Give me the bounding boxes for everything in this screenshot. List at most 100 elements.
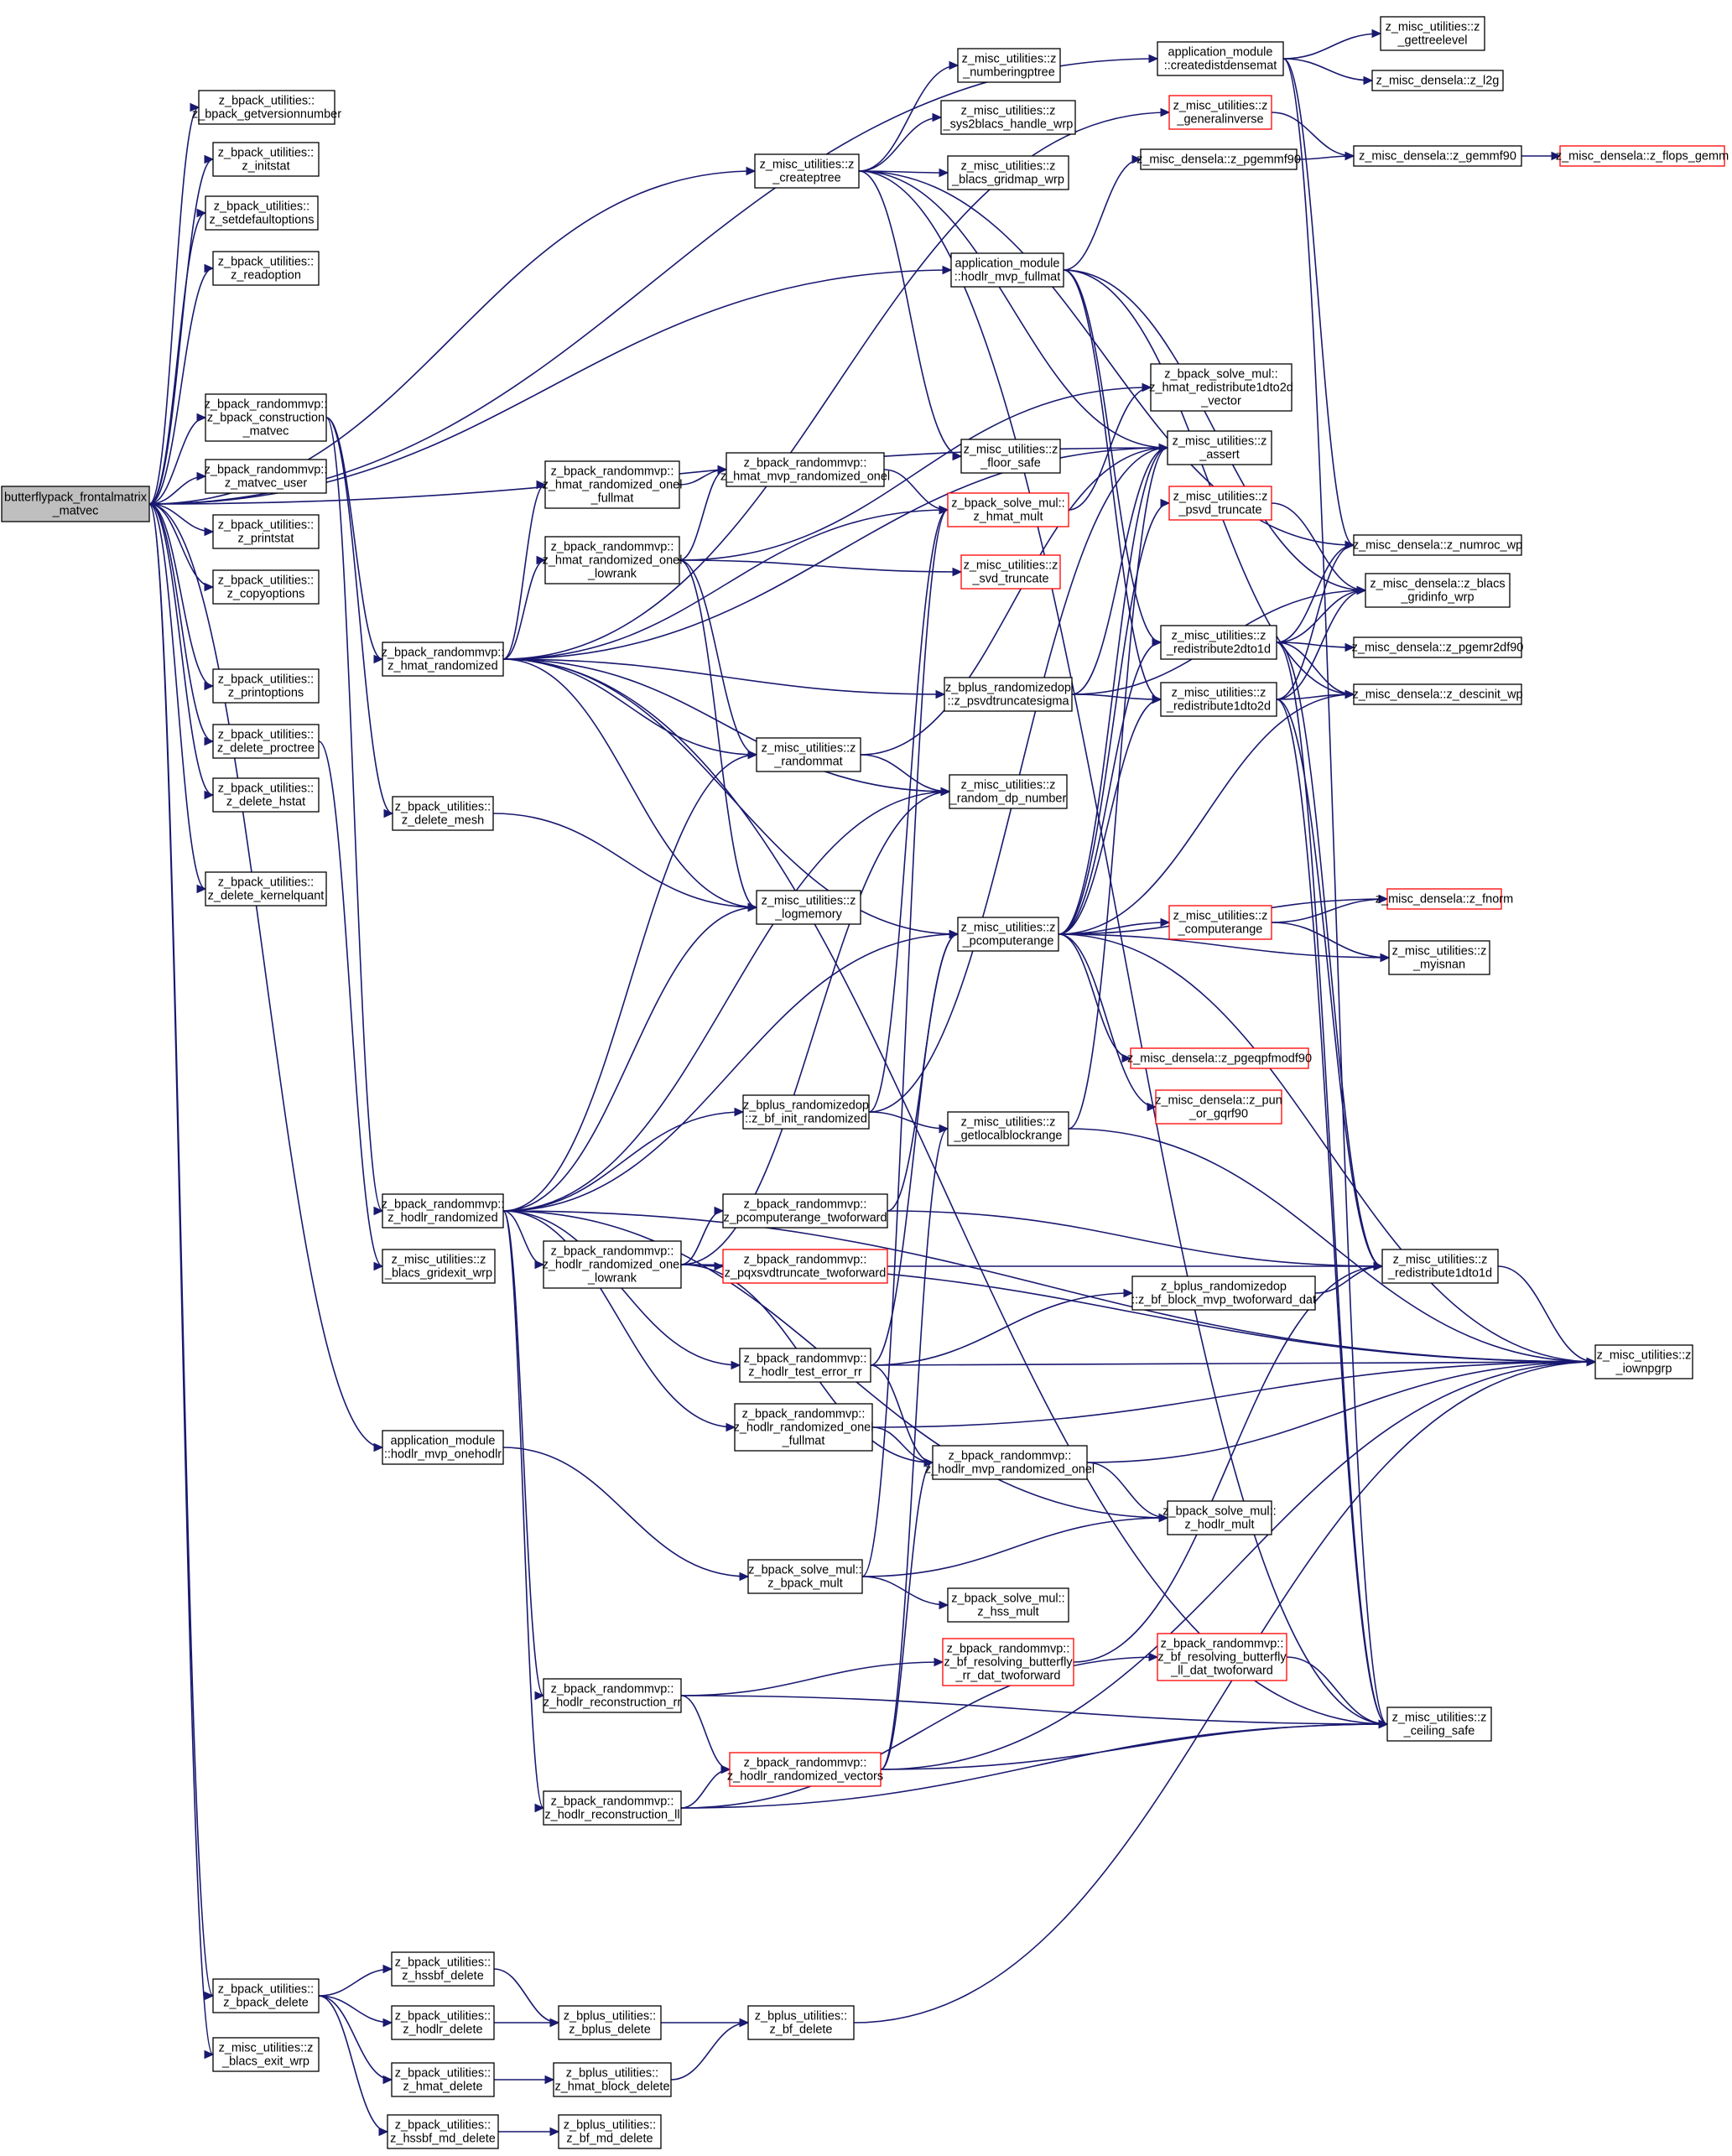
node-hss_mult[interactable]: z_bpack_solve_mul::z_hss_mult xyxy=(947,1587,1069,1623)
node-hodlr_onel_fullmat[interactable]: z_bpack_randommvp::z_hodlr_randomized_on… xyxy=(734,1403,874,1452)
node-floor_safe[interactable]: z_misc_utilities::z_floor_safe xyxy=(960,439,1061,474)
node-box xyxy=(1157,1633,1287,1681)
node-hodlr_test_error_rr[interactable]: z_bpack_randommvp::z_hodlr_test_error_rr xyxy=(739,1348,871,1383)
node-hodlr_mvp_fullmat[interactable]: application_module::hodlr_mvp_fullmat xyxy=(950,252,1064,288)
node-getlocalblockrange[interactable]: z_misc_utilities::z_getlocalblockrange xyxy=(947,1111,1069,1146)
node-blacs_exit[interactable]: z_misc_utilities::z_blacs_exit_wrp xyxy=(212,2037,320,2072)
node-pcomputerange_twoforward[interactable]: z_bpack_randommvp::z_pcomputerange_twofo… xyxy=(722,1193,888,1229)
node-bf_resolving_rr[interactable]: z_bpack_randommvp::z_bf_resolving_butter… xyxy=(942,1638,1074,1686)
node-label-line: _floor_safe xyxy=(980,457,1041,470)
node-delete_mesh[interactable]: z_bpack_utilities::z_delete_mesh xyxy=(392,796,494,831)
node-delete_kernelquant[interactable]: z_bpack_utilities::z_delete_kernelquant xyxy=(205,871,327,907)
node-hodlr_mult[interactable]: z_bpack_solve_mul::z_hodlr_mult xyxy=(1162,1500,1277,1535)
node-fnorm[interactable]: z_misc_densela::z_fnorm xyxy=(1376,888,1513,910)
node-delete_proctree[interactable]: z_bpack_utilities::z_delete_proctree xyxy=(212,724,320,759)
node-matvec_user[interactable]: z_bpack_randommvp::z_matvec_user xyxy=(205,459,328,494)
node-label-line: z_bpack_randommvp:: xyxy=(551,1795,674,1809)
node-printstat[interactable]: z_bpack_utilities::z_printstat xyxy=(212,514,320,549)
node-descinit[interactable]: z_misc_densela::z_descinit_wp xyxy=(1352,683,1523,705)
node-setdefault[interactable]: z_bpack_utilities::z_setdefaultoptions xyxy=(205,195,319,231)
node-psvd_truncate[interactable]: z_misc_utilities::z_psvd_truncate xyxy=(1168,486,1272,521)
node-gemmf90[interactable]: z_misc_densela::z_gemmf90 xyxy=(1353,145,1522,167)
node-redistribute1dto2d[interactable]: z_misc_utilities::z_redistribute1dto2d xyxy=(1160,682,1277,717)
node-hmat_onel_lowrank[interactable]: z_bpack_randommvp::z_hmat_randomized_one… xyxy=(543,536,683,584)
node-readoption[interactable]: z_bpack_utilities::z_readoption xyxy=(212,251,320,286)
node-random_dp_number[interactable]: z_misc_utilities::z_random_dp_number xyxy=(949,774,1068,809)
node-gettreelevel[interactable]: z_misc_utilities::z_gettreelevel xyxy=(1380,16,1485,51)
node-sys2blacs[interactable]: z_misc_utilities::z_sys2blacs_handle_wrp xyxy=(940,100,1076,135)
node-bpack_mult[interactable]: z_bpack_solve_mul::z_bpack_mult xyxy=(747,1559,863,1594)
node-svd_truncate[interactable]: z_misc_utilities::z_svd_truncate xyxy=(960,554,1061,590)
node-pgeqpfmodf90[interactable]: z_misc_densela::z_pgeqpfmodf90 xyxy=(1127,1047,1312,1069)
node-createdistdensemat[interactable]: application_module::createdistdensemat xyxy=(1157,41,1284,76)
node-printoptions[interactable]: z_bpack_utilities::z_printoptions xyxy=(212,668,320,704)
node-bpack_delete[interactable]: z_bpack_utilities::z_bpack_delete xyxy=(212,1978,320,2013)
node-generalinverse[interactable]: z_misc_utilities::z_generalinverse xyxy=(1168,95,1272,130)
node-blacs_gridexit[interactable]: z_misc_utilities::z_blacs_gridexit_wrp xyxy=(382,1249,496,1284)
node-hodlr_onel_lowrank[interactable]: z_bpack_randommvp::z_hodlr_randomized_on… xyxy=(543,1240,683,1289)
node-getversion[interactable]: z_bpack_utilities::z_bpack_getversionnum… xyxy=(192,90,341,125)
node-iownpgrp[interactable]: z_misc_utilities::z_iownpgrp xyxy=(1594,1344,1693,1379)
node-hmat_delete[interactable]: z_bpack_utilities::z_hmat_delete xyxy=(391,2062,495,2097)
node-hodlr_recon_rr[interactable]: z_bpack_randommvp::z_hodlr_reconstructio… xyxy=(543,1678,682,1713)
node-psvdtruncatesigma[interactable]: z_bplus_randomizedop::z_psvdtruncatesigm… xyxy=(944,677,1073,712)
node-delete_hstat[interactable]: z_bpack_utilities::z_delete_hstat xyxy=(212,777,320,813)
node-computerange[interactable]: z_misc_utilities::z_computerange xyxy=(1168,905,1272,940)
node-hmat_block_delete[interactable]: z_bplus_utilities::z_hmat_block_delete xyxy=(553,2062,672,2097)
node-pgemr2df90[interactable]: z_misc_densela::z_pgemr2df90 xyxy=(1352,636,1524,658)
node-construction[interactable]: z_bpack_randommvp::z_bpack_construction_… xyxy=(205,393,328,442)
node-box xyxy=(734,1403,873,1452)
node-hodlr_recon_ll[interactable]: z_bpack_randommvp::z_hodlr_reconstructio… xyxy=(543,1790,682,1826)
node-bf_delete[interactable]: z_bplus_utilities::z_bf_delete xyxy=(747,2005,855,2040)
node-label-line: _lowrank xyxy=(587,568,637,581)
node-label-line: z_hssbf_md_delete xyxy=(390,2133,496,2146)
node-box xyxy=(212,724,320,759)
node-l2g[interactable]: z_misc_densela::z_l2g xyxy=(1371,70,1504,91)
node-blacs_gridmap[interactable]: z_misc_utilities::z_blacs_gridmap_wrp xyxy=(947,155,1069,190)
node-hmat_mvp_onel[interactable]: z_bpack_randommvp::z_hmat_mvp_randomized… xyxy=(720,452,890,487)
node-hmat_onel_fullmat[interactable]: z_bpack_randommvp::z_hmat_randomized_one… xyxy=(543,460,683,509)
node-hodlr_randomized[interactable]: z_bpack_randommvp::z_hodlr_randomized xyxy=(382,1193,505,1229)
node-label-line: z_delete_proctree xyxy=(217,742,315,756)
node-bf_block_mvp_twoforward[interactable]: z_bplus_randomizedop::z_bf_block_mvp_two… xyxy=(1131,1275,1316,1311)
node-bf_init_randomized[interactable]: z_bplus_randomizedop::z_bf_init_randomiz… xyxy=(742,1094,870,1130)
node-hodlr_mvp_onehodlr[interactable]: application_module::hodlr_mvp_onehodlr xyxy=(382,1430,504,1465)
node-box xyxy=(1371,70,1504,91)
node-createptree[interactable]: z_misc_utilities::z_createptree xyxy=(754,153,860,189)
node-hmat_randomized[interactable]: z_bpack_randommvp::z_hmat_randomized xyxy=(382,642,505,677)
node-blacs_gridinfo[interactable]: z_misc_densela::z_blacs_gridinfo_wrp xyxy=(1365,573,1511,608)
node-pqxsvdtruncate_twoforward[interactable]: z_bpack_randommvp::z_pqxsvdtruncate_twof… xyxy=(722,1249,888,1284)
node-bplus_delete[interactable]: z_bplus_utilities::z_bplus_delete xyxy=(558,2005,662,2040)
node-hodlr_mvp_onel[interactable]: z_bpack_randommvp::z_hodlr_mvp_randomize… xyxy=(925,1445,1095,1480)
node-assert[interactable]: z_misc_utilities::z_assert xyxy=(1167,430,1272,465)
node-logmemory[interactable]: z_misc_utilities::z_logmemory xyxy=(756,890,861,925)
node-randommat[interactable]: z_misc_utilities::z_randommat xyxy=(756,737,861,772)
node-label-line: _ceiling_safe xyxy=(1403,1725,1475,1738)
node-myisnan[interactable]: z_misc_utilities::z_myisnan xyxy=(1388,940,1490,975)
node-pun_or_gqrf90[interactable]: z_misc_densela::z_pun_or_gqrf90 xyxy=(1155,1089,1282,1125)
node-hodlr_randomized_vectors[interactable]: z_bpack_randommvp::z_hodlr_randomized_ve… xyxy=(727,1752,883,1787)
node-hssbf_md_delete[interactable]: z_bpack_utilities::z_hssbf_md_delete xyxy=(387,2114,499,2149)
node-pgemmf90[interactable]: z_misc_densela::z_pgemmf90 xyxy=(1136,148,1301,170)
node-ceiling_safe[interactable]: z_misc_utilities::z_ceiling_safe xyxy=(1386,1707,1492,1742)
edge-root-to-createdistdensemat xyxy=(148,54,1159,505)
node-bf_md_delete[interactable]: z_bplus_utilities::z_bf_md_delete xyxy=(558,2114,662,2149)
node-copyoptions[interactable]: z_bpack_utilities::z_copyoptions xyxy=(212,569,320,605)
node-hssbf_delete[interactable]: z_bpack_utilities::z_hssbf_delete xyxy=(391,1951,495,1987)
node-label-line: z_bpack_randommvp:: xyxy=(551,541,674,554)
node-root[interactable]: butterflypack_frontalmatrix_matvec xyxy=(1,486,150,522)
node-hodlr_delete[interactable]: z_bpack_utilities::z_hodlr_delete xyxy=(391,2005,495,2040)
node-hmat_mult[interactable]: z_bpack_solve_mul::z_hmat_mult xyxy=(947,492,1069,527)
node-numberingptree[interactable]: z_misc_utilities::z_numberingptree xyxy=(957,48,1061,83)
node-label-line: z_bpack_utilities:: xyxy=(218,1983,314,1997)
edge-pcomputerange_twoforward-to-pcomputerange xyxy=(887,929,960,1212)
node-redistribute1dto1d[interactable]: z_misc_utilities::z_redistribute1dto1d xyxy=(1381,1249,1499,1284)
node-pcomputerange[interactable]: z_misc_utilities::z_pcomputerange xyxy=(957,917,1059,952)
node-numroc[interactable]: z_misc_densela::z_numroc_wp xyxy=(1353,534,1522,556)
node-box xyxy=(205,393,327,442)
node-bf_resolving_ll[interactable]: z_bpack_randommvp::z_bf_resolving_butter… xyxy=(1157,1633,1287,1681)
node-redistribute1dto2d_vector[interactable]: z_bpack_solve_mul::z_hmat_redistribute1d… xyxy=(1149,363,1293,412)
node-initstat[interactable]: z_bpack_utilities::z_initstat xyxy=(212,142,320,177)
node-redistribute2dto1d[interactable]: z_misc_utilities::z_redistribute2dto1d xyxy=(1160,625,1277,660)
node-flops_gemm[interactable]: z_misc_densela::z_flops_gemm xyxy=(1556,145,1729,167)
